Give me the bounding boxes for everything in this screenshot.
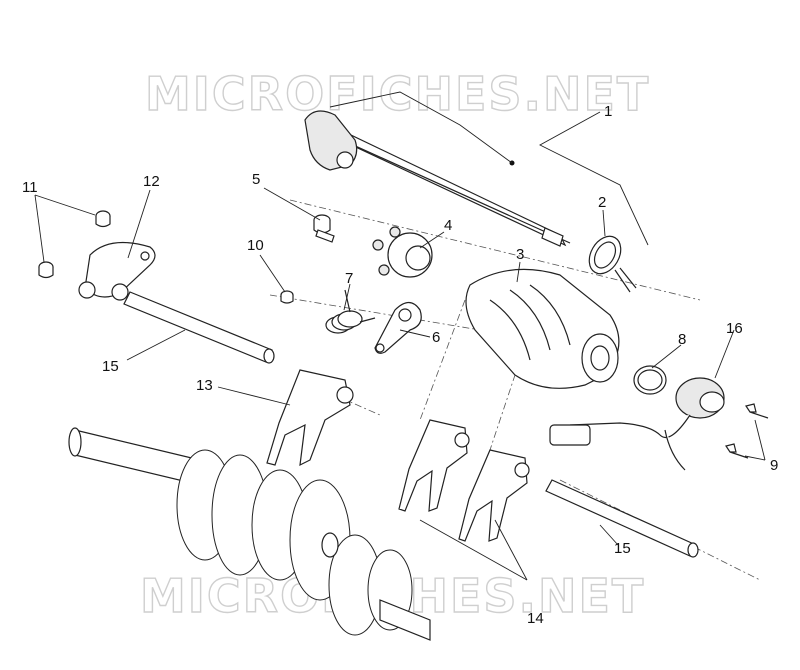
callout-13: 13 <box>196 377 213 394</box>
bracket-plate <box>78 241 156 301</box>
callout-15-left: 15 <box>102 358 119 375</box>
callout-6: 6 <box>432 329 440 346</box>
spring-clip <box>588 235 637 293</box>
fork-rod-right <box>545 479 699 558</box>
callout-7: 7 <box>345 270 353 287</box>
torsion-spring <box>325 289 376 334</box>
callout-labels: 1 2 3 4 5 6 7 8 9 10 11 12 13 14 15 15 1… <box>22 103 778 627</box>
gearshift-shaft <box>304 110 571 247</box>
pawl-lever <box>374 301 422 354</box>
screws-9 <box>725 403 769 459</box>
bolt-5 <box>313 214 335 243</box>
selector-drum <box>465 268 620 389</box>
callout-15-right: 15 <box>614 540 631 557</box>
callout-14: 14 <box>527 610 544 627</box>
callout-8: 8 <box>678 331 686 348</box>
shift-forks-14 <box>398 419 530 542</box>
callout-1: 1 <box>604 103 612 120</box>
callout-16: 16 <box>726 320 743 337</box>
index-star-wheel <box>372 226 433 278</box>
callout-9: 9 <box>770 457 778 474</box>
leader-lines <box>34 91 766 581</box>
callout-5: 5 <box>252 171 260 188</box>
bolts-11 <box>38 210 111 279</box>
fork-rod-left <box>123 291 275 364</box>
callout-11: 11 <box>22 179 38 196</box>
transmission-gear-cluster <box>68 427 431 641</box>
callout-4: 4 <box>444 217 452 234</box>
callout-12: 12 <box>143 173 160 190</box>
callout-3: 3 <box>516 246 524 263</box>
callout-2: 2 <box>598 194 606 211</box>
o-ring <box>633 365 667 395</box>
callout-10: 10 <box>247 237 264 254</box>
gear-position-sensor <box>549 377 725 471</box>
shift-fork-13 <box>266 369 354 467</box>
bolt-10 <box>280 290 294 304</box>
watermark-top: MICROFICHES.NET <box>145 67 650 121</box>
